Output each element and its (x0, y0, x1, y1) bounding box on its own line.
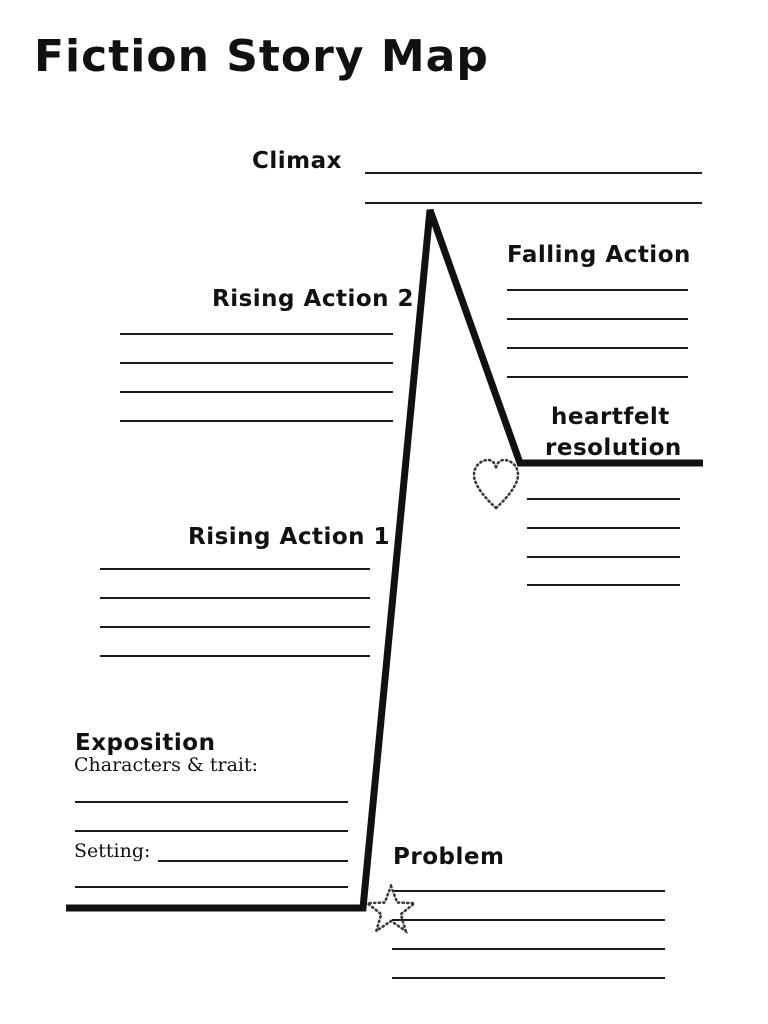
section-heading-heartfelt-resolution-line2: resolution (545, 435, 682, 461)
rising-action-1-line-3[interactable] (100, 626, 370, 628)
section-heading-heartfelt-resolution-line1: heartfelt (551, 404, 670, 430)
exposition-line-2[interactable] (75, 830, 348, 832)
rising-action-1-line-2[interactable] (100, 597, 370, 599)
rising-action-2-line-2[interactable] (120, 362, 393, 364)
section-heading-rising-action-2: Rising Action 2 (212, 286, 415, 312)
climax-line-2[interactable] (365, 202, 702, 204)
section-heading-rising-action-1: Rising Action 1 (188, 524, 391, 550)
falling-action-line-3[interactable] (507, 347, 688, 349)
resolution-line-2[interactable] (527, 527, 680, 529)
page-title: Fiction Story Map (34, 31, 489, 82)
section-heading-falling-action: Falling Action (507, 242, 691, 268)
heart-icon (472, 458, 520, 510)
falling-action-line-1[interactable] (507, 289, 688, 291)
resolution-line-1[interactable] (527, 498, 680, 500)
falling-action-line-4[interactable] (507, 376, 688, 378)
exposition-setting-line[interactable] (158, 860, 348, 862)
section-heading-exposition: Exposition (75, 730, 216, 756)
problem-line-2[interactable] (392, 919, 665, 921)
rising-action-2-line-3[interactable] (120, 391, 393, 393)
section-heading-problem: Problem (393, 844, 505, 870)
resolution-line-3[interactable] (527, 556, 680, 558)
problem-line-4[interactable] (392, 977, 665, 979)
exposition-characters-label: Characters & trait: (74, 754, 259, 776)
rising-action-2-line-1[interactable] (120, 333, 393, 335)
exposition-line-3[interactable] (75, 886, 348, 888)
falling-action-line-2[interactable] (507, 318, 688, 320)
star-icon (366, 884, 416, 934)
rising-action-1-line-4[interactable] (100, 655, 370, 657)
exposition-line-1[interactable] (75, 801, 348, 803)
section-heading-climax: Climax (252, 148, 342, 174)
climax-line-1[interactable] (365, 172, 702, 174)
problem-line-3[interactable] (392, 948, 665, 950)
rising-action-1-line-1[interactable] (100, 568, 370, 570)
exposition-setting-label: Setting: (74, 840, 151, 862)
rising-action-2-line-4[interactable] (120, 420, 393, 422)
resolution-line-4[interactable] (527, 584, 680, 586)
problem-line-1[interactable] (392, 890, 665, 892)
